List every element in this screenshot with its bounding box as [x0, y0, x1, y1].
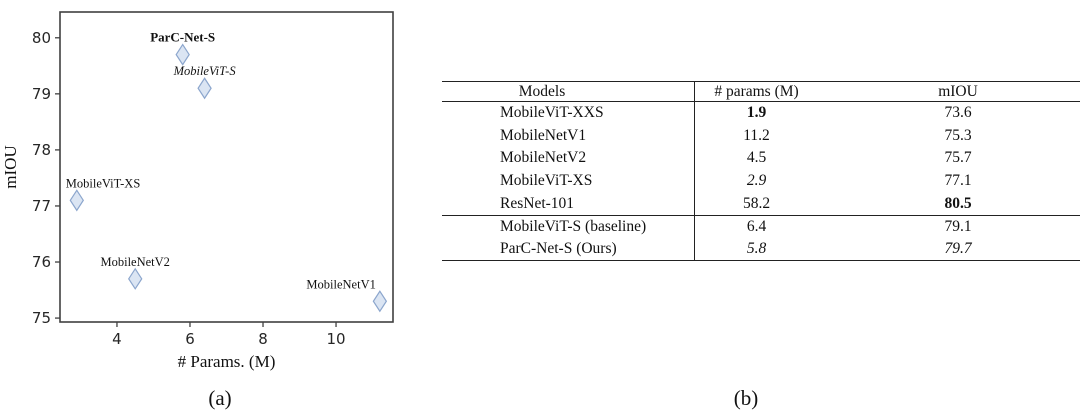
scatter-point-label: MobileViT-XS	[66, 176, 141, 190]
model-name: MobileViT-S (baseline)	[500, 218, 646, 236]
cell-params: 1.9	[695, 104, 818, 122]
scatter-point-label: ParC-Net-S	[150, 30, 215, 45]
scatter-point-diamond-icon	[129, 269, 142, 289]
x-axis-title: # Params. (M)	[178, 352, 276, 371]
x-tick-label: 6	[185, 330, 195, 348]
model-name: MobileNetV2	[500, 149, 586, 167]
table-group-2: MobileViT-S (baseline) 6.479.1ParC-Net-S …	[442, 216, 1080, 261]
x-tick-label: 8	[258, 330, 268, 348]
cell-model: ParC-Net-S (Ours)	[442, 238, 695, 260]
table-row: MobileViT-XXS 1.973.6	[442, 102, 1080, 125]
cell-params: 58.2	[695, 195, 818, 213]
model-name: MobileViT-XS	[500, 172, 592, 190]
model-name: MobileViT-XXS	[500, 104, 604, 122]
caption-a: (a)	[140, 386, 300, 411]
y-axis-title: mIOU	[1, 145, 20, 188]
caption-b: (b)	[666, 386, 826, 411]
cell-miou: 73.6	[818, 104, 1080, 122]
table-group-1: MobileViT-XXS1.973.6MobileNetV111.275.3M…	[442, 102, 1080, 216]
cell-model: MobileViT-XS	[442, 170, 695, 193]
scatter-point-diamond-icon	[373, 291, 386, 311]
cell-params: 4.5	[695, 149, 818, 167]
cell-model: ResNet-101	[442, 192, 695, 215]
table-header-row: Models # params (M) mIOU	[442, 81, 1080, 102]
cell-params: 11.2	[695, 127, 818, 145]
cell-model: MobileViT-S (baseline)	[442, 216, 695, 238]
scatter-point-label: MobileViT-S	[173, 64, 237, 78]
table-row: ResNet-101 58.280.5	[442, 192, 1080, 215]
x-tick-label: 4	[112, 330, 122, 348]
table-row: MobileViT-XS 2.977.1	[442, 170, 1080, 193]
y-tick-label: 76	[32, 253, 51, 271]
table-header-params: # params (M)	[695, 83, 818, 101]
scatter-point-label: MobileNetV2	[100, 255, 169, 269]
table-header-models: Models	[442, 82, 695, 101]
table-body: MobileViT-XXS1.973.6MobileNetV111.275.3M…	[442, 102, 1080, 261]
cell-miou: 77.1	[818, 172, 1080, 190]
model-name: ParC-Net-S (Ours)	[500, 240, 617, 258]
model-name: ResNet-101	[500, 195, 574, 213]
table-row: MobileViT-S (baseline) 6.479.1	[442, 216, 1080, 238]
cell-model: MobileNetV1	[442, 125, 695, 148]
x-tick-label: 10	[326, 330, 345, 348]
scatter-point-diamond-icon	[70, 190, 83, 210]
scatter-point-label: MobileNetV1	[306, 277, 375, 291]
cell-params: 5.8	[695, 240, 818, 258]
scatter-point-diamond-icon	[198, 78, 211, 98]
cell-model: MobileNetV2	[442, 147, 695, 170]
scatter-point-diamond-icon	[176, 45, 189, 65]
cell-model: MobileViT-XXS	[442, 102, 695, 125]
table-header-miou: mIOU	[818, 83, 1080, 101]
table-row: MobileNetV2 4.575.7	[442, 147, 1080, 170]
cell-miou: 80.5	[818, 195, 1080, 213]
plot-frame	[60, 12, 393, 322]
results-table: Models # params (M) mIOU MobileViT-XXS 1.…	[442, 81, 1080, 261]
table-row: MobileNetV1 11.275.3	[442, 125, 1080, 148]
cell-miou: 75.7	[818, 149, 1080, 167]
cell-params: 2.9	[695, 172, 818, 190]
cell-params: 6.4	[695, 218, 818, 236]
scatter-plot-panel: 4 6 8 10 75 76 77 78 79 80 # Params. (M) mIOU ParC-N…	[0, 0, 440, 419]
y-tick-label: 80	[32, 29, 51, 47]
cell-miou: 75.3	[818, 127, 1080, 145]
y-tick-label: 78	[32, 141, 51, 159]
table-row: ParC-Net-S (Ours) 5.879.7	[442, 238, 1080, 260]
cell-miou: 79.7	[818, 240, 1080, 258]
cell-miou: 79.1	[818, 218, 1080, 236]
y-tick-label: 77	[32, 197, 51, 215]
y-tick-label: 75	[32, 309, 51, 327]
y-tick-label: 79	[32, 85, 51, 103]
model-name: MobileNetV1	[500, 127, 586, 145]
